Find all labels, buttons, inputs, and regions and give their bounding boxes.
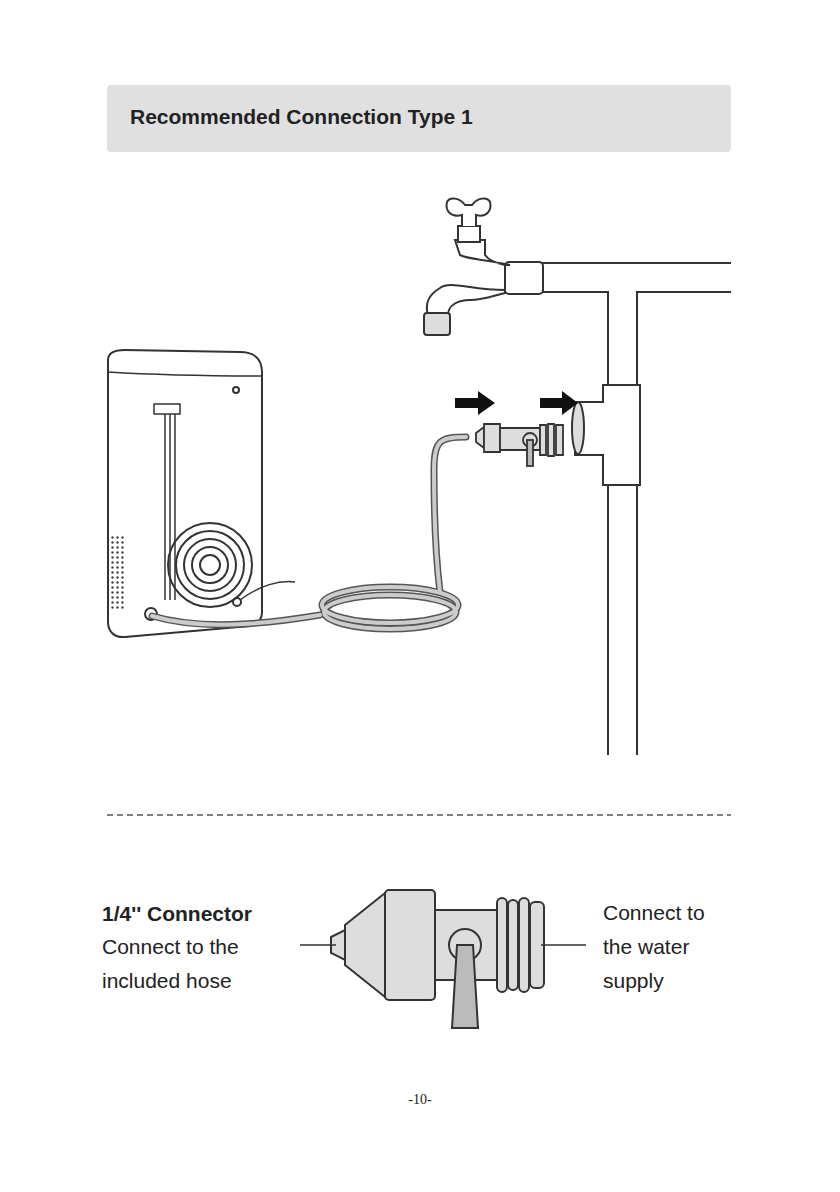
faucet	[424, 198, 543, 335]
title-band	[107, 85, 731, 152]
part-name: 1/4'' Connector	[102, 902, 302, 926]
large-connector	[331, 890, 544, 1028]
title: Recommended Connection Type 1	[130, 105, 690, 129]
note: Connect to the water supply	[603, 896, 728, 998]
hose	[152, 437, 466, 629]
note: Connect to the included hose	[102, 930, 277, 998]
small-connector	[476, 424, 563, 466]
machine	[108, 350, 295, 637]
water-pipe	[540, 263, 731, 755]
arrows	[455, 391, 578, 415]
page-number: -10-	[400, 1092, 440, 1108]
vent-grille	[110, 535, 126, 611]
leader-lines	[300, 944, 586, 945]
divider	[107, 814, 731, 815]
